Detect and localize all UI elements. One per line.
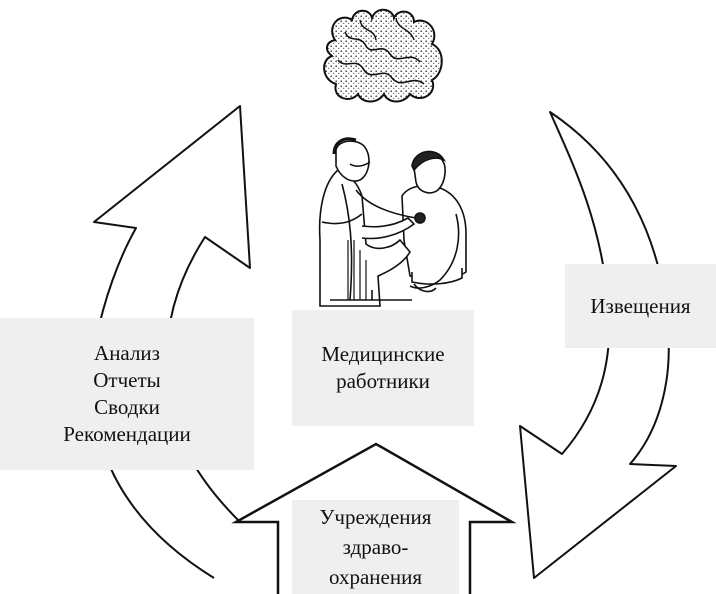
staff-line-2: работники [336, 369, 430, 393]
reports-line: Отчеты [93, 368, 161, 392]
facility-line-2: здраво- [342, 535, 409, 559]
recommendations-line: Рекомендации [63, 422, 191, 446]
facility-line-1: Учреждения [319, 505, 432, 529]
healthcare-facility-node: Учреждения здраво- охранения [292, 500, 459, 594]
analysis-line: Анализ [94, 341, 160, 365]
doctor-patient-illustration [318, 137, 467, 307]
right-down-arrow [519, 111, 677, 579]
medical-staff-node: Медицинские работники [292, 310, 474, 426]
facility-line-3: охранения [329, 565, 422, 589]
notification-line: Извещения [590, 293, 691, 318]
summaries-line: Сводки [94, 395, 160, 419]
population-icon [323, 8, 443, 103]
notification-node: Извещения [565, 264, 716, 348]
staff-line-1: Медицинские [321, 342, 445, 366]
analysis-reports-node: Анализ Отчеты Сводки Рекомендации [0, 318, 254, 470]
